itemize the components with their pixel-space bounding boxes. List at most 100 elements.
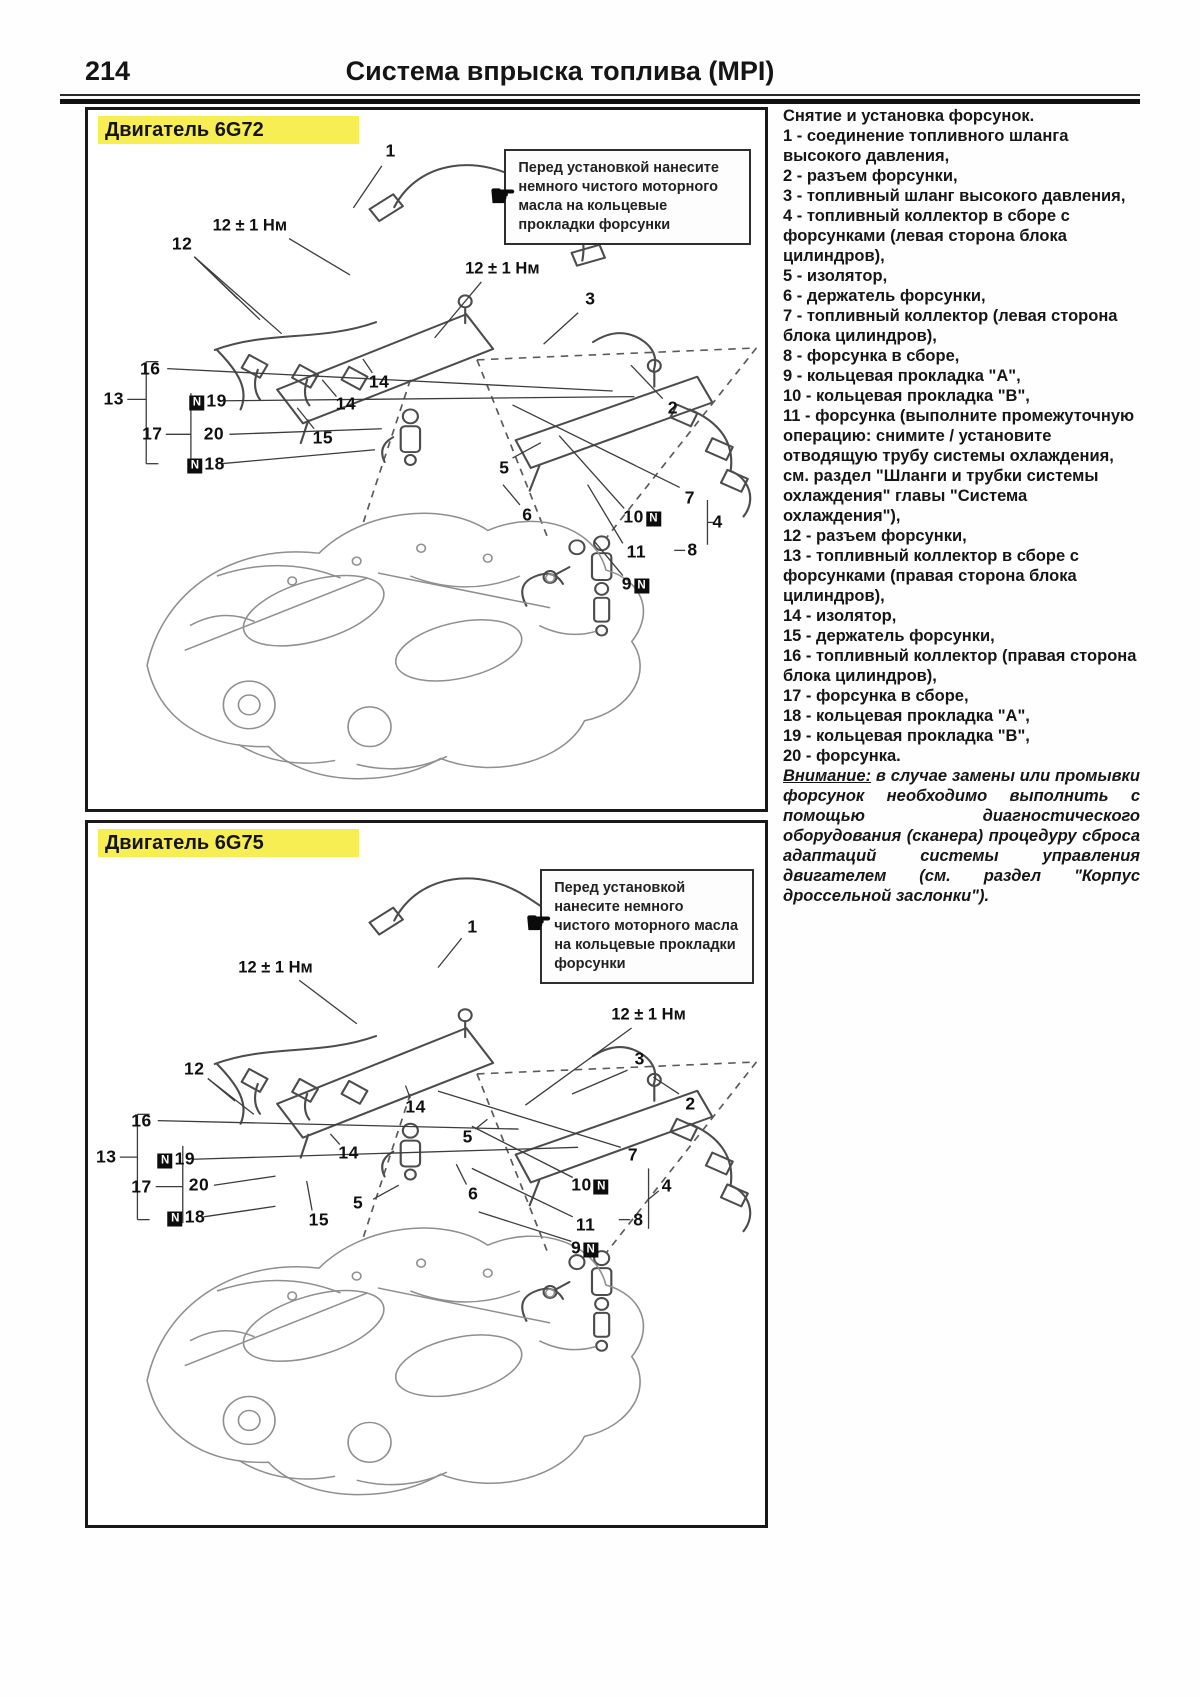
callout-1: 1 [385,140,395,161]
legend-list: 1 - соединение топливного шланга высоког… [783,126,1140,766]
new-part-badge: N [645,511,661,527]
callout-number: 5 [462,1126,473,1147]
callout-number: 13 [103,388,124,409]
callout-3: 3 [585,289,595,310]
callout-number: 6 [468,1183,479,1204]
callout-11: 11 [576,1214,596,1235]
legend-item: 6 - держатель форсунки, [783,287,986,305]
warning: Внимание: в случае замены или промывки ф… [783,766,1140,906]
callout-number: 17 [131,1176,152,1197]
legend-item: 4 - топливный коллектор в сборе с форсун… [783,207,1070,265]
callout-number: 3 [585,288,596,309]
callout-5: 5 [499,457,509,478]
callout-7: 7 [685,487,695,508]
figure-6g75: Двигатель 6G75 [85,820,768,1528]
new-part-badge: N [593,1179,609,1195]
callout-number: 5 [499,457,510,478]
figure-canvas-6g72: ☛ Перед установкой нанесите немного чист… [88,110,765,809]
callout-number: 8 [687,539,698,560]
callout-number: 1 [385,140,396,161]
callout-number: 4 [661,1175,672,1196]
callout-number: 9 [570,1237,582,1258]
new-part-badge: N [633,578,649,594]
callout-number: 13 [96,1146,117,1167]
legend-item: 2 - разъем форсунки, [783,167,958,185]
engine-sketch [146,164,758,780]
callout-number: 4 [712,511,723,532]
callout-6: 6 [522,504,532,525]
callout-number: 14 [338,1142,359,1163]
callout-17: 17 [131,1176,151,1197]
callout-14: 14 [338,1142,358,1163]
callout-number: 7 [684,487,695,508]
torque-label: 12 ± 1 Нм [465,259,540,278]
callout-11: 11 [627,542,647,563]
figure-title-highlight: Двигатель 6G72 [98,116,359,144]
oil-note-text: Перед установкой нанесите немного чистог… [554,880,739,972]
legend-heading: Снятие и установка форсунок. [783,107,1035,125]
callout-2: 2 [668,398,678,419]
callout-number: 5 [352,1192,364,1213]
callout-number: 14 [335,393,357,414]
legend-item: 11 - форсунка (выполните промежуточную о… [783,407,1135,525]
figure-title: Двигатель 6G75 [98,829,359,857]
legend-item: 10 - кольцевая прокладка "В", [783,387,1030,405]
callout-number: 12 [171,233,193,253]
legend-item: 7 - топливный коллектор (левая сторона б… [783,307,1118,345]
callout-2: 2 [685,1093,695,1114]
callout-4: 4 [712,512,722,533]
callout-13: 13 [96,1147,116,1168]
callout-number: 19 [174,1148,196,1169]
legend-item: 5 - изолятор, [783,267,888,285]
callout-number: 19 [206,390,227,411]
figure-title-highlight: Двигатель 6G75 [98,829,359,857]
legend-item: 9 - кольцевая прокладка "А", [783,367,1021,385]
legend-item: 12 - разъем форсунки, [783,527,967,545]
legend-item: 19 - кольцевая прокладка "В", [783,727,1030,745]
callout-number: 15 [308,1209,330,1230]
leader-lines [88,110,765,809]
legend-item: 16 - топливный коллектор (правая сторона… [783,647,1137,685]
callout-5: 5 [463,1127,473,1148]
callout-number: 11 [626,541,647,562]
callout-16: 16 [140,358,160,379]
parts-legend: Снятие и установка форсунок. 1 - соедине… [783,106,1140,906]
pointing-hand-icon: ☛ [525,906,553,940]
engine-sketch [146,877,758,1496]
callout-number: 1 [467,916,478,937]
callout-14: 14 [369,371,389,392]
callout-6: 6 [468,1183,478,1204]
callout-16: 16 [131,1110,151,1131]
callout-14: 14 [336,394,356,415]
callout-12: 12 [172,233,192,254]
torque-label: 12 ± 1 Нм [238,958,313,977]
figure-6g72: Двигатель 6G72 [85,107,768,812]
callout-number: 14 [405,1096,426,1117]
oil-note-box: ☛ Перед установкой нанесите немного чист… [489,149,752,245]
page-title: Система впрыска топлива (MPI) [345,56,775,86]
oil-note-box: ☛ Перед установкой нанесите немного чист… [525,869,755,984]
callout-1: 1 [467,916,477,937]
callout-number: 16 [140,358,161,379]
callout-4: 4 [662,1175,672,1196]
callout-13: 13 [103,389,123,410]
page-number: 214 [85,56,131,86]
callout-17: 17 [142,424,162,445]
callout-15: 15 [309,1209,329,1230]
callout-number: 3 [634,1048,645,1069]
torque-label: 12 ± 1 Нм [212,216,288,235]
callout-number: 2 [667,397,679,418]
callout-number: 15 [312,427,334,448]
callout-number: 2 [685,1093,696,1114]
callout-3: 3 [635,1048,645,1069]
legend-item: 13 - топливный коллектор в сборе с форсу… [783,547,1079,605]
legend-item: 8 - форсунка в сборе, [783,347,960,365]
new-part-badge: N [189,395,205,411]
callout-number: 20 [203,423,225,444]
